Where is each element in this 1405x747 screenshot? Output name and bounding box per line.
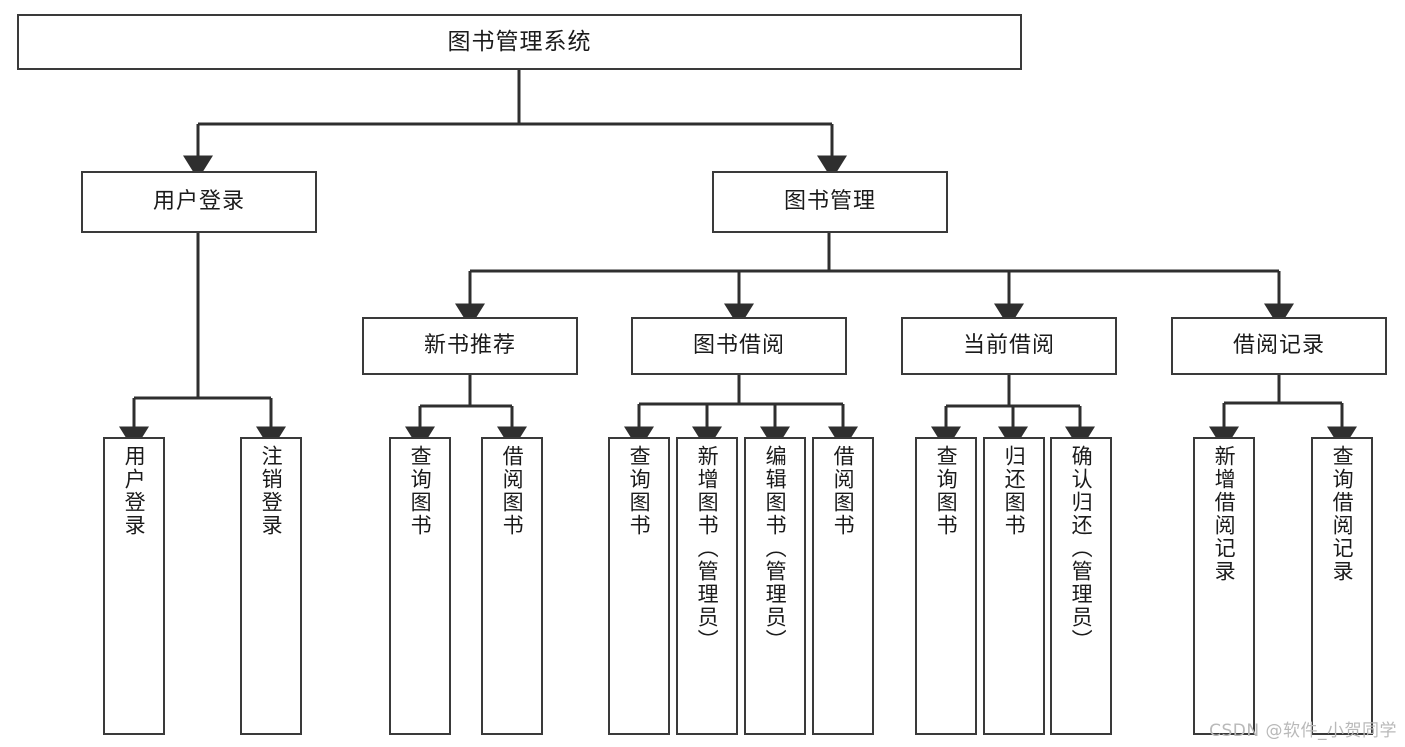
leaf-return-book[interactable]: 归还图书	[983, 437, 1045, 735]
node-label: 查询借阅记录	[1330, 445, 1355, 583]
node-label: 查询图书	[627, 445, 652, 537]
node-label: 查询图书	[934, 445, 959, 537]
node-book-borrow[interactable]: 图书借阅	[631, 317, 847, 375]
leaf-add-borrow-record[interactable]: 新增借阅记录	[1193, 437, 1255, 735]
node-label: 新增借阅记录	[1212, 445, 1237, 583]
node-label: 用户登录	[152, 189, 245, 215]
node-label: 图书借阅	[692, 333, 785, 359]
node-label: 图书管理系统	[447, 28, 592, 55]
leaf-query-book-current[interactable]: 查询图书	[915, 437, 977, 735]
leaf-add-book[interactable]: 新增图书（管理员）	[676, 437, 738, 735]
leaf-confirm-return[interactable]: 确认归还（管理员）	[1050, 437, 1112, 735]
csdn-watermark: CSDN @软件_小贺同学	[1209, 721, 1397, 741]
leaf-edit-book[interactable]: 编辑图书（管理员）	[744, 437, 806, 735]
node-label: 借阅图书	[831, 445, 856, 537]
leaf-logout[interactable]: 注销登录	[240, 437, 302, 735]
node-borrow-record[interactable]: 借阅记录	[1171, 317, 1387, 375]
node-label: 图书管理	[783, 189, 876, 215]
leaf-query-book-borrow[interactable]: 查询图书	[608, 437, 670, 735]
node-label: 归还图书	[1002, 445, 1027, 537]
node-user-login[interactable]: 用户登录	[81, 171, 317, 233]
node-root-system[interactable]: 图书管理系统	[17, 14, 1022, 70]
node-label: 注销登录	[259, 445, 284, 537]
node-label: 新增图书（管理员）	[695, 445, 720, 652]
node-label: 当前借阅	[962, 333, 1055, 359]
node-label: 新书推荐	[423, 333, 516, 359]
node-label: 用户登录	[122, 445, 147, 537]
node-new-book-recommend[interactable]: 新书推荐	[362, 317, 578, 375]
node-label: 编辑图书（管理员）	[763, 445, 788, 652]
node-book-manage[interactable]: 图书管理	[712, 171, 948, 233]
node-label: 借阅记录	[1232, 333, 1325, 359]
leaf-query-book-recommend[interactable]: 查询图书	[389, 437, 451, 735]
leaf-user-login[interactable]: 用户登录	[103, 437, 165, 735]
node-current-borrow[interactable]: 当前借阅	[901, 317, 1117, 375]
node-label: 确认归还（管理员）	[1069, 445, 1094, 652]
leaf-borrow-book-recommend[interactable]: 借阅图书	[481, 437, 543, 735]
node-label: 查询图书	[408, 445, 433, 537]
leaf-query-borrow-record[interactable]: 查询借阅记录	[1311, 437, 1373, 735]
node-label: 借阅图书	[500, 445, 525, 537]
leaf-borrow-book[interactable]: 借阅图书	[812, 437, 874, 735]
